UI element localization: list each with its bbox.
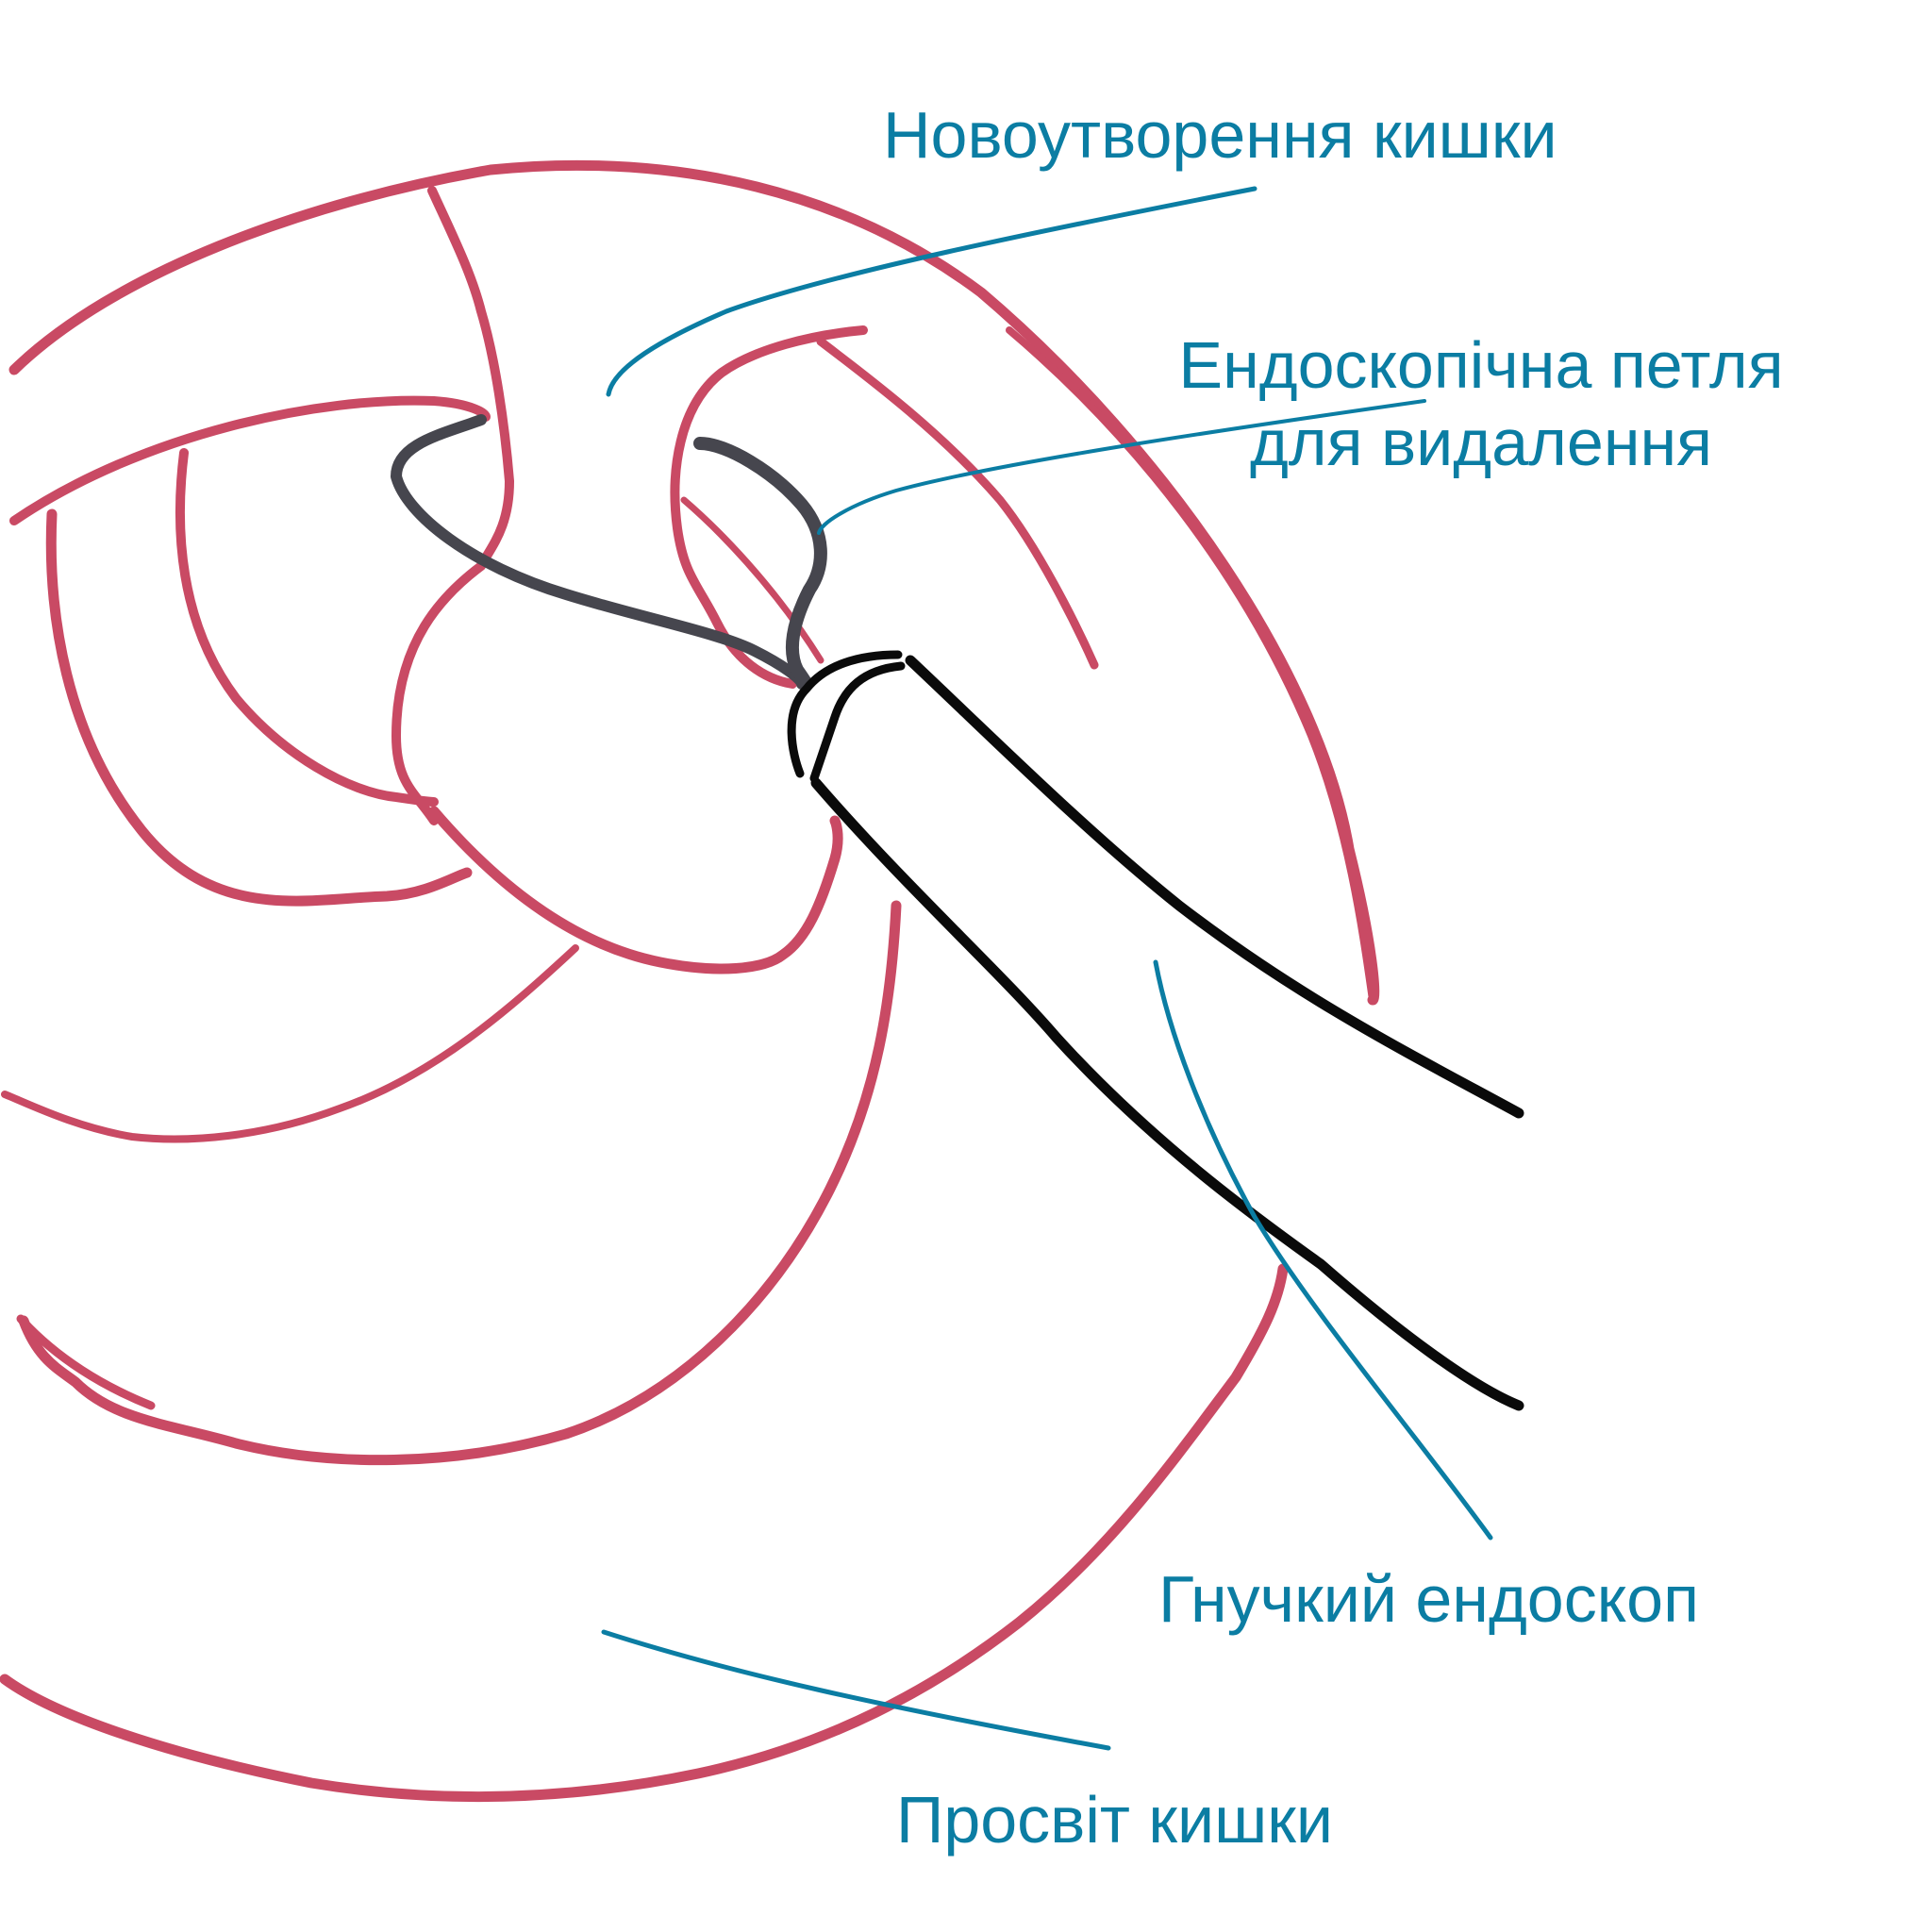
leader-endoscope <box>1153 959 1493 1541</box>
snare-wire-right <box>693 437 827 691</box>
leader-lumen <box>601 1629 1111 1751</box>
fold-mid-left <box>1 944 579 1143</box>
label-flexible-endoscope: Гнучкий ендоскоп <box>1158 1562 1699 1636</box>
fold-bottom-large <box>0 1263 1289 1802</box>
endoscope-body-lower <box>810 777 1524 1411</box>
leader-lines <box>601 186 1493 1751</box>
fold-right-upper <box>816 337 1099 670</box>
endoscope-tip-inner <box>809 661 906 783</box>
label-neoplasm: Новоутворення кишки <box>883 98 1557 172</box>
fold-vertical-left <box>391 186 514 825</box>
label-endoscopic-snare: Ендоскопічна петля для видалення <box>1141 326 1821 481</box>
leader-snare <box>817 399 1426 535</box>
leader-neoplasm <box>606 186 1257 397</box>
snare-wire-left <box>391 414 808 690</box>
endoscope-tip-outer <box>787 650 903 778</box>
endoscope-body-upper <box>905 655 1524 1119</box>
fold-lower-left-tail <box>16 1314 156 1410</box>
fold-upper-band <box>9 395 491 525</box>
intestinal-folds <box>0 159 1380 1802</box>
outer-fold-inner-arc <box>1006 326 1376 1004</box>
flexible-endoscope <box>787 650 1524 1411</box>
label-snare-line2: для видалення <box>1249 406 1713 479</box>
endoscopic-snare <box>391 414 827 691</box>
fold-left-outer <box>45 508 473 907</box>
fold-left-inner <box>175 448 439 807</box>
fold-polyp-inner <box>680 496 824 664</box>
label-intestinal-lumen: Просвіт кишки <box>896 1783 1334 1857</box>
fold-lower-center <box>18 900 902 1466</box>
label-snare-line1: Ендоскопічна петля <box>1178 328 1784 402</box>
fold-polyp-bottom <box>428 806 843 974</box>
